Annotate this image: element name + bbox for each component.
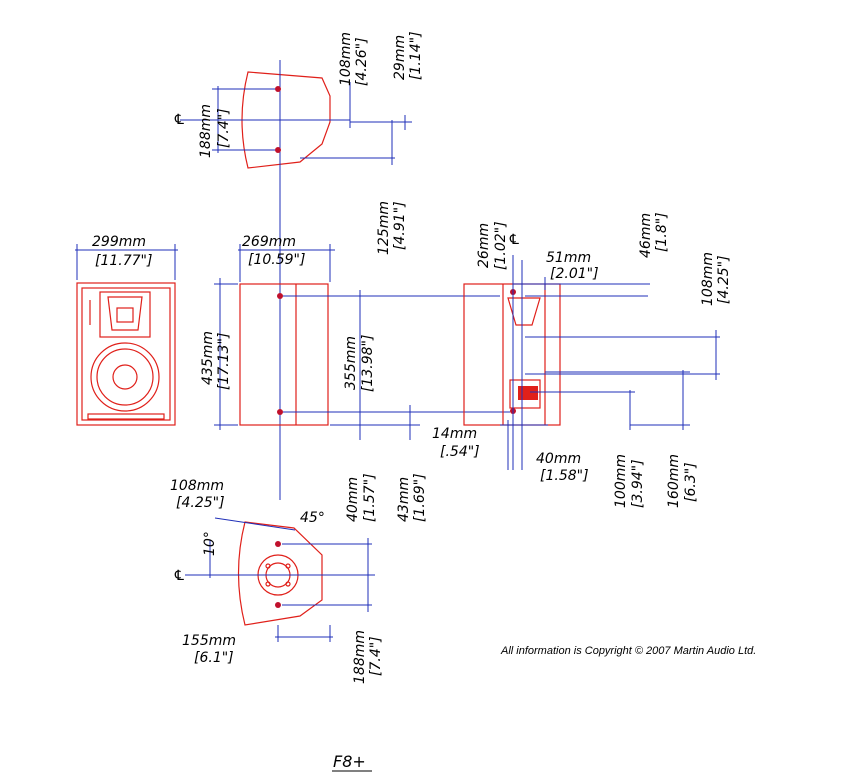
dim-rear-160-in: [6.3"] bbox=[683, 462, 699, 502]
dim-rear-40-mm: 40mm bbox=[536, 451, 581, 467]
dim-top-108-mm: 108mm bbox=[338, 32, 354, 86]
dim-top-188-in: [7.4"] bbox=[216, 108, 232, 148]
dim-side-43-mm: 43mm bbox=[396, 477, 412, 522]
dim-front-width-mm: 299mm bbox=[92, 234, 146, 250]
dim-top-125-mm: 125mm bbox=[376, 201, 392, 255]
dim-angle-45: 45° bbox=[300, 510, 325, 526]
bottom-view: ℄ 108mm [4.25"] 45° 10° 155mm [6.1"] 188… bbox=[170, 478, 384, 684]
dim-bottom-108-mm: 108mm bbox=[170, 478, 224, 494]
dim-side-height-in: [17.13"] bbox=[216, 333, 232, 390]
dim-rear-100-in: [3.94"] bbox=[630, 459, 646, 508]
dim-rear-46-in: [1.8"] bbox=[654, 212, 670, 252]
centerline-symbol: ℄ bbox=[173, 112, 186, 128]
dim-rear-26-mm: 26mm bbox=[476, 223, 492, 268]
dim-front-width-in: [11.77"] bbox=[95, 253, 152, 269]
dim-top-108-in: [4.26"] bbox=[354, 37, 370, 86]
dim-rear-51-in: [2.01"] bbox=[550, 266, 599, 282]
centerline-symbol-bottom: ℄ bbox=[173, 568, 186, 584]
centerline-symbol-rear: ℄ bbox=[508, 232, 521, 248]
top-view: ℄ 188mm [7.4"] 108mm [4.26"] 29mm [1.14"… bbox=[173, 31, 424, 500]
dim-side-height-mm: 435mm bbox=[200, 331, 216, 385]
dim-top-188-mm: 188mm bbox=[198, 104, 214, 158]
dim-top-125-in: [4.91"] bbox=[392, 201, 408, 250]
dim-side-355-in: [13.98"] bbox=[360, 335, 376, 392]
dim-bottom-155-mm: 155mm bbox=[182, 633, 236, 649]
dim-side-43-in: [1.69"] bbox=[412, 473, 428, 522]
dim-side-40-in: [1.57"] bbox=[362, 473, 378, 522]
dim-rear-26-in: [1.02"] bbox=[493, 221, 509, 270]
dim-rear-14-in: [.54"] bbox=[440, 444, 480, 460]
dim-rear-108-mm: 108mm bbox=[700, 252, 716, 306]
dim-top-29-mm: 29mm bbox=[392, 35, 408, 80]
side-view: 269mm [10.59"] 435mm [17.13"] 355mm [13.… bbox=[200, 234, 510, 522]
dim-side-width-mm: 269mm bbox=[242, 234, 296, 250]
dim-rear-46-mm: 46mm bbox=[638, 213, 654, 258]
dim-bottom-188-in: [7.4"] bbox=[368, 636, 384, 676]
dim-bottom-155-in: [6.1"] bbox=[194, 650, 234, 666]
copyright-notice: All information is Copyright © 2007 Mart… bbox=[500, 645, 756, 657]
dim-bottom-108-in: [4.25"] bbox=[176, 495, 225, 511]
dim-bottom-188-mm: 188mm bbox=[352, 630, 368, 684]
dim-angle-10: 10° bbox=[202, 531, 218, 556]
model-name: F8+ bbox=[333, 752, 366, 771]
dim-top-29-in: [1.14"] bbox=[408, 31, 424, 80]
dim-side-width-in: [10.59"] bbox=[248, 252, 305, 268]
dim-rear-100-mm: 100mm bbox=[613, 454, 629, 508]
dim-side-355-mm: 355mm bbox=[343, 336, 359, 390]
front-view: 299mm [11.77"] bbox=[75, 234, 178, 426]
rear-section-view: 26mm [1.02"] ℄ 51mm [2.01"] 46mm [1.8"] … bbox=[432, 212, 732, 508]
dim-rear-160-mm: 160mm bbox=[666, 454, 682, 508]
dim-rear-108-in: [4.25"] bbox=[716, 255, 732, 304]
dim-rear-14-mm: 14mm bbox=[432, 426, 477, 442]
dim-side-40-mm: 40mm bbox=[345, 477, 361, 522]
dim-rear-51-mm: 51mm bbox=[546, 250, 591, 266]
dim-rear-40-in: [1.58"] bbox=[540, 468, 589, 484]
